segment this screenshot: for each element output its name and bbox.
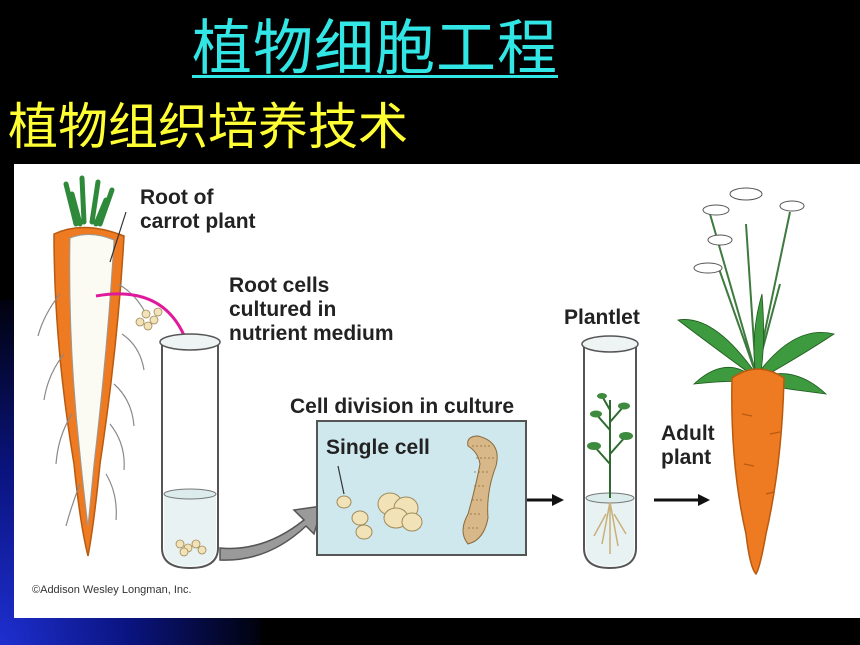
slide-subtitle: 植物组织培养技术 — [8, 98, 408, 156]
label-root-cells-cultured: Root cells cultured in nutrient medium — [229, 274, 394, 345]
plantlet-tube — [581, 335, 639, 570]
label-adult-plant: Adult plant — [661, 422, 715, 469]
dividing-cells-illustration — [336, 435, 498, 545]
label-single-cell: Single cell — [326, 436, 430, 459]
adult-carrot-illustration — [677, 187, 835, 576]
carrot-root-illustration — [37, 175, 163, 557]
tissue-culture-figure: Root of carrot plant Root cells cultured… — [14, 164, 860, 618]
figure-credit: ©Addison Wesley Longman, Inc. — [32, 584, 192, 596]
label-cell-division: Cell division in culture — [290, 395, 515, 418]
culture-dish-box — [316, 420, 527, 556]
figure-illustration — [37, 175, 835, 576]
slide-title: 植物细胞工程 — [192, 14, 558, 84]
curved-arrow — [219, 505, 324, 561]
label-root-of-carrot: Root of carrot plant — [140, 186, 256, 233]
culture-tube — [159, 333, 221, 570]
label-plantlet: Plantlet — [564, 306, 640, 329]
